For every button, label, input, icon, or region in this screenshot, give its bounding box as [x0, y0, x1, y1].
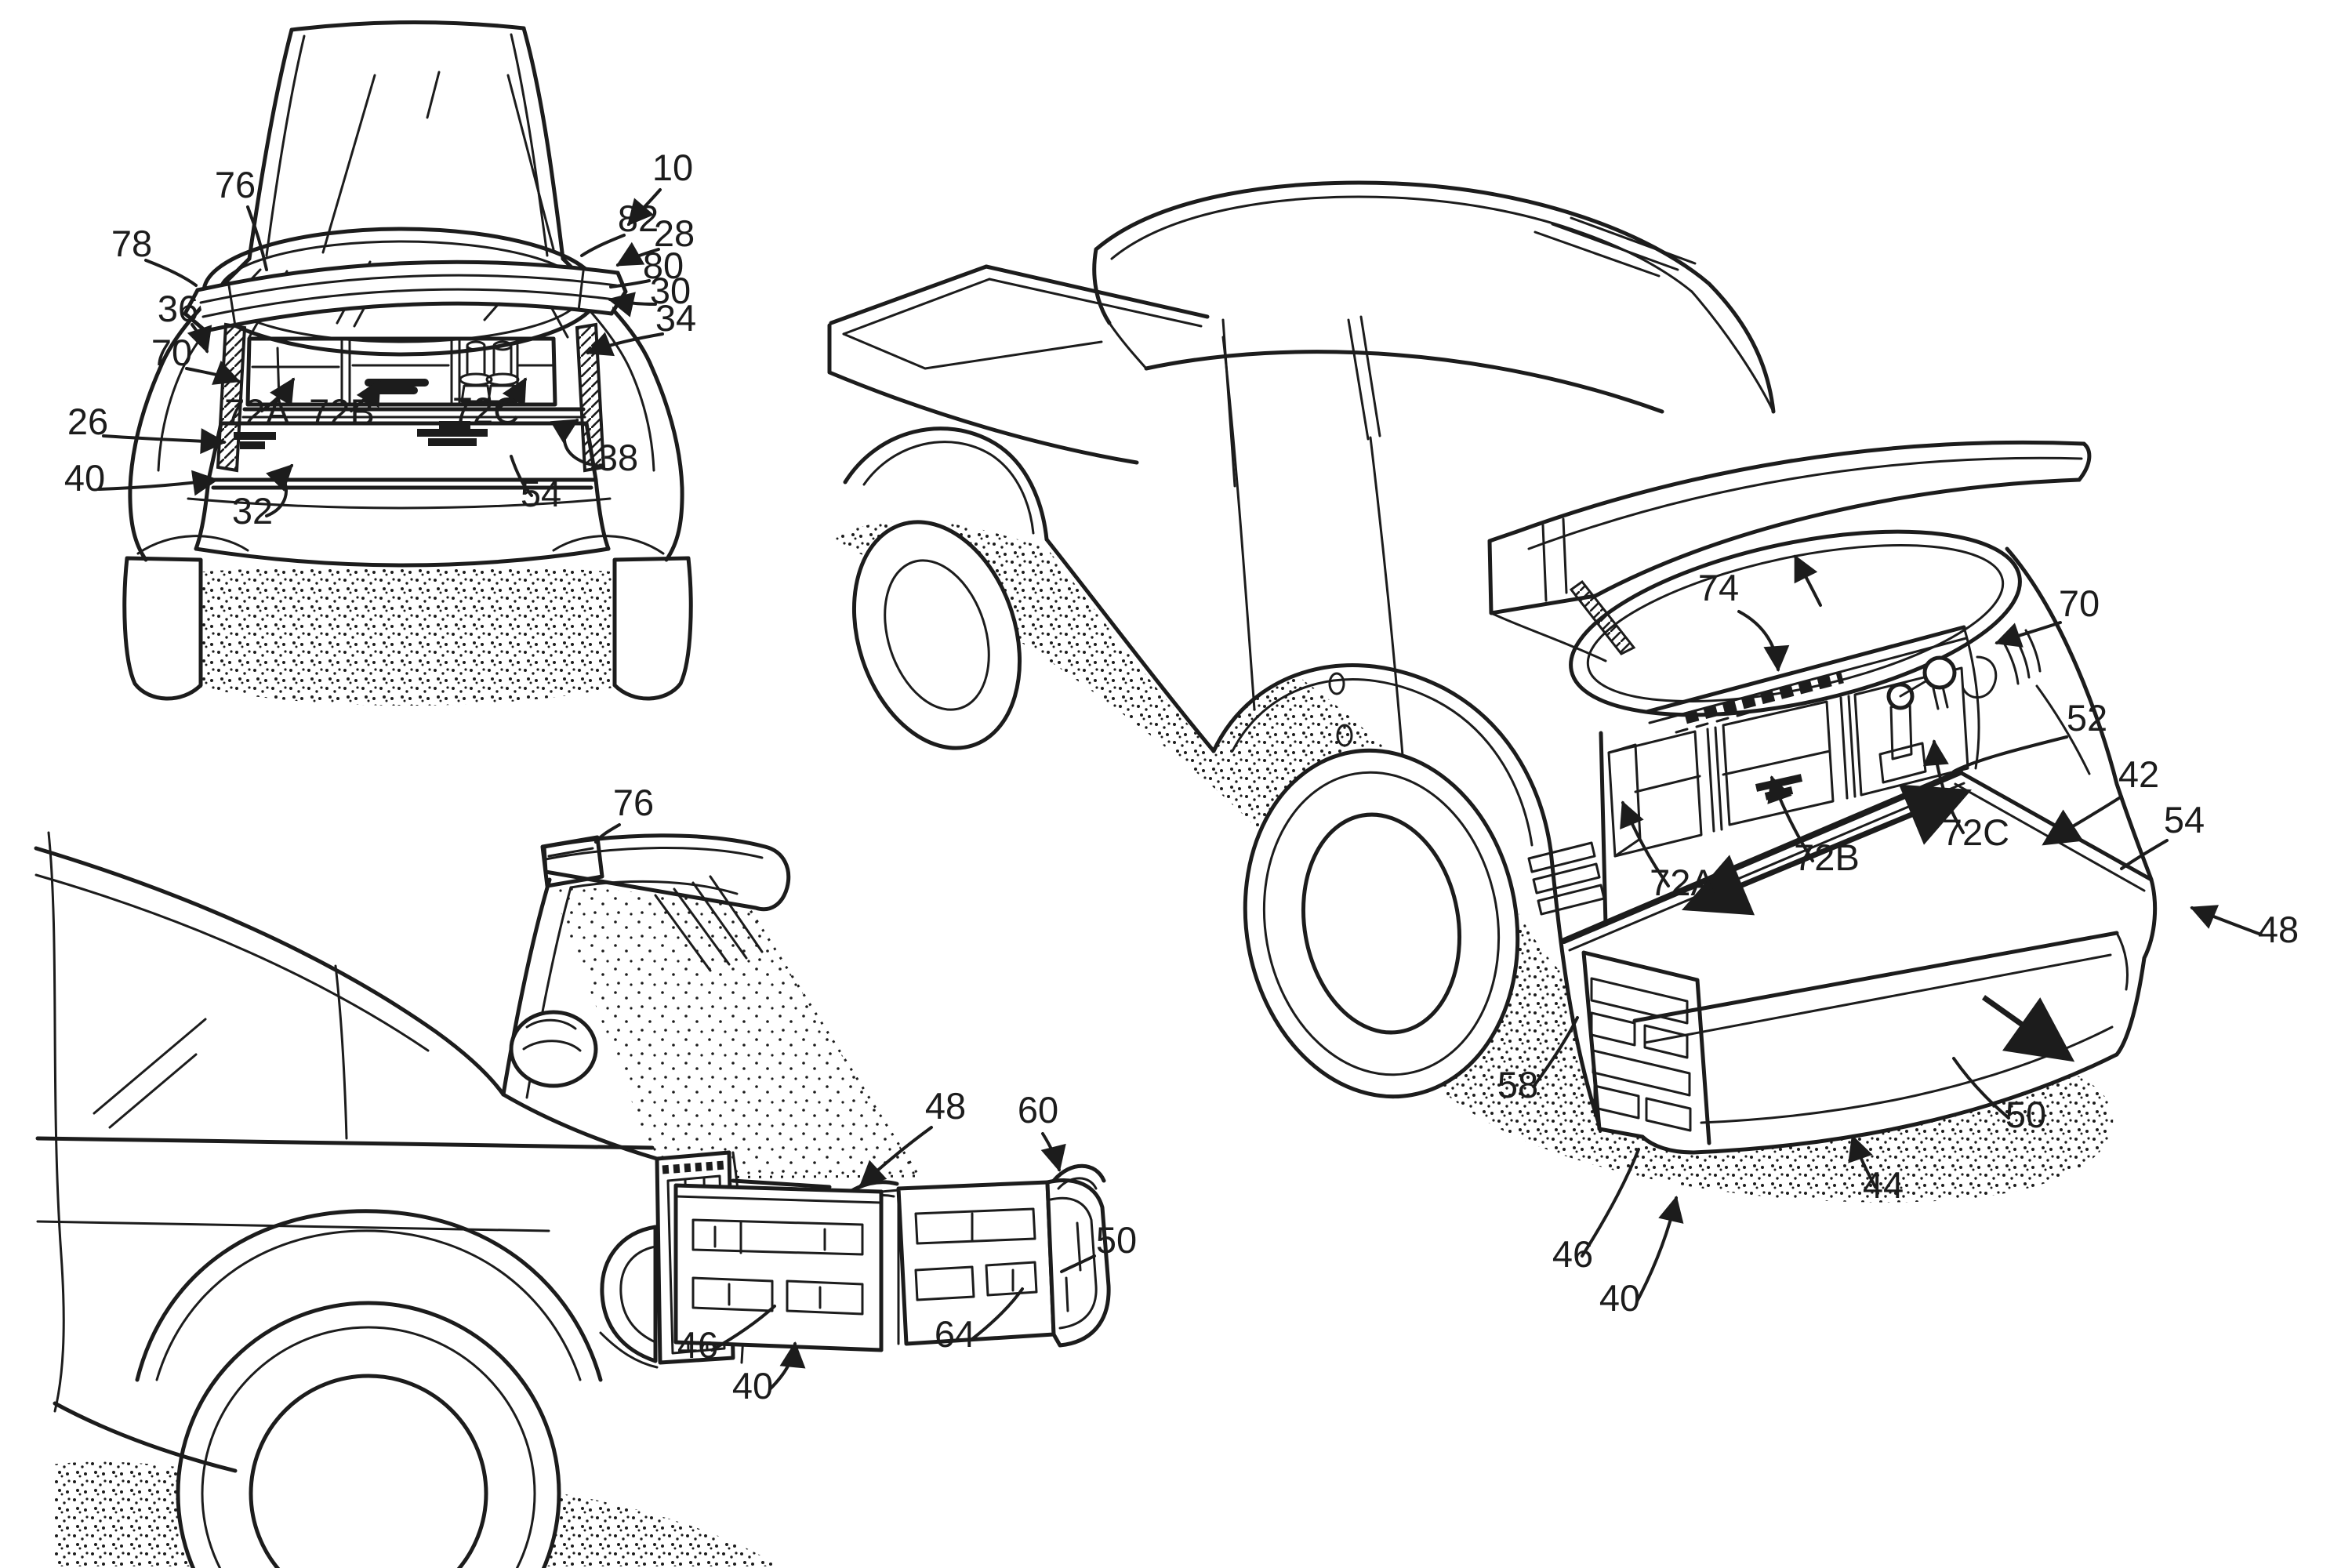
ref-label-78: 78 [111, 223, 152, 264]
ref-label-80: 80 [643, 245, 684, 286]
motion-arrows [1681, 554, 2075, 1062]
ref-label-50: 50 [2005, 1094, 2046, 1135]
ref-label-32: 32 [232, 490, 273, 532]
ref-label-40: 40 [64, 457, 105, 499]
ref-label-28: 28 [654, 212, 695, 254]
ref-label-54: 54 [2164, 799, 2205, 840]
ref-label-74: 74 [1698, 567, 1739, 608]
ref-label-72C: 72C [452, 390, 520, 431]
ref-label-40: 40 [1599, 1277, 1640, 1319]
ref-label-26: 26 [67, 401, 108, 442]
ground-stipple [123, 567, 691, 706]
vehicle-side-art [34, 831, 1111, 1568]
ref-label-72A: 72A [224, 391, 290, 433]
ref-label-46: 46 [1552, 1233, 1593, 1275]
ref-label-44: 44 [1863, 1164, 1904, 1206]
ref-label-48: 48 [925, 1085, 966, 1127]
ref-label-10: 10 [652, 147, 693, 188]
ref-label-40: 40 [732, 1365, 773, 1406]
ref-label-34: 34 [655, 297, 696, 339]
ref-label-42: 42 [2118, 753, 2159, 795]
ref-label-72B: 72B [1794, 837, 1860, 878]
ref-label-82: 82 [618, 198, 659, 239]
hatch-sweep-stipple [550, 884, 919, 1178]
ref-label-76: 76 [215, 164, 256, 205]
ref-label-72A: 72A [1650, 862, 1715, 903]
ref-label-58: 58 [1497, 1064, 1538, 1105]
ref-label-38: 38 [597, 437, 638, 478]
ref-label-54: 54 [521, 473, 561, 514]
ref-label-72C: 72C [1942, 811, 2009, 853]
ref-labels: 76 48 60 50 64 46 40 [613, 782, 1137, 1406]
leader-lines [97, 188, 664, 517]
figure-side-view: 76 48 60 50 64 46 40 [34, 782, 1137, 1568]
leader-lines [1532, 610, 2263, 1303]
ref-label-30: 30 [650, 270, 691, 311]
ref-label-70: 70 [151, 332, 192, 373]
ref-label-46: 46 [677, 1324, 718, 1366]
ref-label-72B: 72B [309, 391, 375, 433]
leader-lines [594, 823, 1096, 1391]
ref-label-70: 70 [2059, 583, 2100, 624]
ref-label-50: 50 [1096, 1219, 1137, 1261]
ref-label-36: 36 [158, 288, 198, 329]
ref-label-48: 48 [2258, 909, 2299, 950]
ref-label-60: 60 [1018, 1089, 1058, 1131]
ref-label-52: 52 [2067, 697, 2107, 739]
ref-label-64: 64 [935, 1313, 975, 1355]
truck-art [827, 180, 2158, 1155]
ref-label-76: 76 [613, 782, 654, 823]
